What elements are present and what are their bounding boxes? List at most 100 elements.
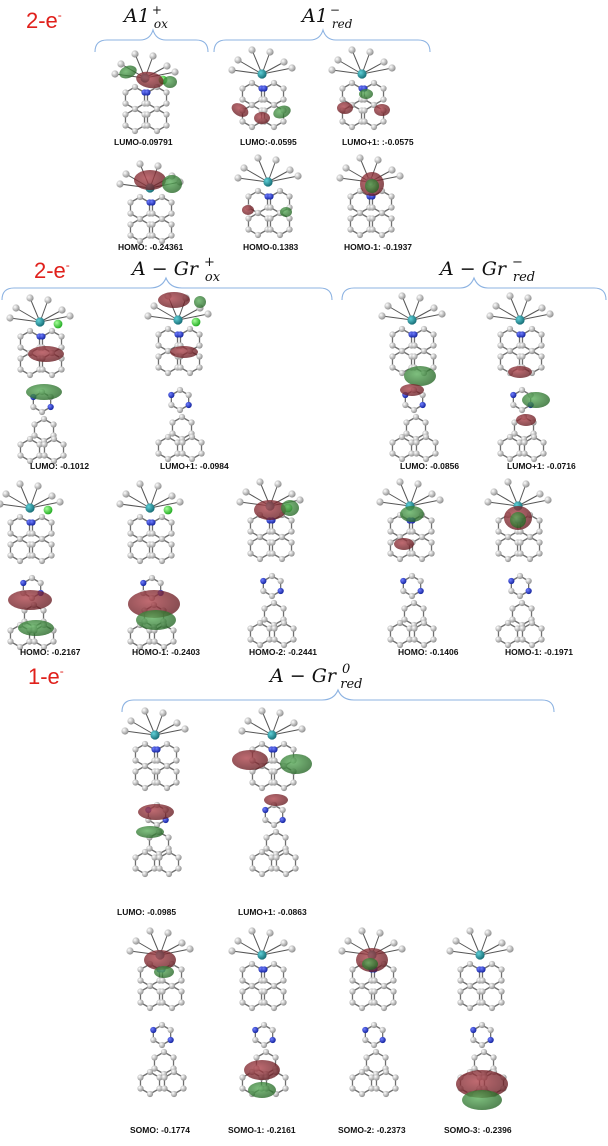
orbital-lobe-positive [158, 292, 190, 308]
atom [466, 982, 474, 990]
atom [2, 490, 10, 498]
orbital-lobe-negative [359, 89, 373, 99]
atom [446, 947, 454, 955]
atom [277, 587, 284, 595]
atom [510, 401, 517, 409]
atom [484, 498, 492, 506]
atom [132, 757, 139, 764]
atom [151, 638, 158, 645]
atom [538, 636, 545, 643]
atom [390, 966, 397, 973]
orbital-energy-label: HOMO-0.1383 [243, 242, 299, 252]
orbital-lobe-negative [510, 512, 526, 528]
atom [488, 960, 496, 968]
atom [7, 519, 14, 526]
atom [158, 1041, 166, 1049]
atom [339, 96, 346, 103]
atom [17, 355, 24, 362]
atom [47, 403, 54, 411]
atom [158, 215, 166, 223]
atom [263, 845, 270, 852]
atom [408, 439, 415, 446]
atom [280, 939, 288, 947]
atom [280, 999, 287, 1006]
atom [430, 331, 437, 338]
atom [263, 177, 273, 187]
atom [25, 503, 35, 513]
atom [382, 1054, 389, 1061]
atom [389, 353, 396, 360]
atom [479, 977, 486, 984]
atom [177, 331, 184, 338]
atom [261, 999, 268, 1006]
atom [149, 552, 156, 559]
bond [29, 501, 61, 509]
orbital-energy-label: SOMO: -0.1774 [130, 1125, 190, 1135]
atom [131, 105, 139, 113]
atom [127, 552, 134, 559]
atom [154, 757, 161, 764]
atom [506, 945, 514, 953]
atom [244, 717, 252, 725]
atom [348, 46, 356, 54]
atom [17, 333, 24, 340]
atom [122, 490, 130, 498]
atom [479, 988, 486, 995]
bond [247, 720, 273, 736]
orbital-lobe-positive [254, 500, 286, 520]
atom [149, 541, 156, 548]
atom [356, 231, 364, 239]
atom [390, 939, 398, 947]
atom [282, 848, 290, 856]
atom [248, 960, 256, 968]
atom [403, 430, 410, 437]
atom [349, 1074, 356, 1081]
atom [127, 232, 134, 239]
atom [373, 1074, 380, 1081]
atom [198, 450, 205, 457]
atom [164, 347, 172, 355]
atom [403, 419, 410, 426]
atom [540, 439, 547, 446]
bond [487, 501, 519, 507]
atom [388, 204, 395, 211]
atom [132, 854, 139, 861]
atom [358, 927, 366, 935]
atom [261, 605, 268, 612]
atom [169, 430, 176, 437]
atom [173, 757, 180, 764]
atom [168, 552, 175, 559]
orbital-energy-label: LUMO+1: :-0.0575 [342, 137, 414, 147]
bond [15, 307, 41, 323]
atom [390, 977, 397, 984]
atom [170, 627, 177, 634]
atom [258, 870, 266, 878]
orbital-energy-label: LUMO: -0.1012 [30, 461, 89, 471]
atom [528, 619, 536, 627]
atom [387, 539, 394, 546]
atom [371, 999, 378, 1006]
orbital-energy-label: HOMO: -0.1406 [398, 647, 459, 657]
atom [401, 605, 408, 612]
atom [409, 528, 416, 535]
atom [382, 1090, 390, 1098]
atom [253, 1054, 260, 1061]
atom [504, 555, 512, 563]
atom [188, 419, 195, 426]
atom [411, 342, 418, 349]
atom [280, 988, 287, 995]
atom [495, 517, 502, 524]
orbital-lobe-positive [394, 538, 414, 550]
atom [6, 314, 14, 322]
atom [136, 215, 144, 223]
atom [239, 1074, 246, 1081]
atom [388, 226, 395, 233]
atom [511, 419, 518, 426]
atom [44, 296, 52, 304]
atom [245, 193, 252, 200]
atom [270, 599, 278, 607]
atom [154, 779, 161, 786]
atom [263, 834, 270, 841]
atom [38, 557, 46, 565]
atom [40, 415, 48, 423]
